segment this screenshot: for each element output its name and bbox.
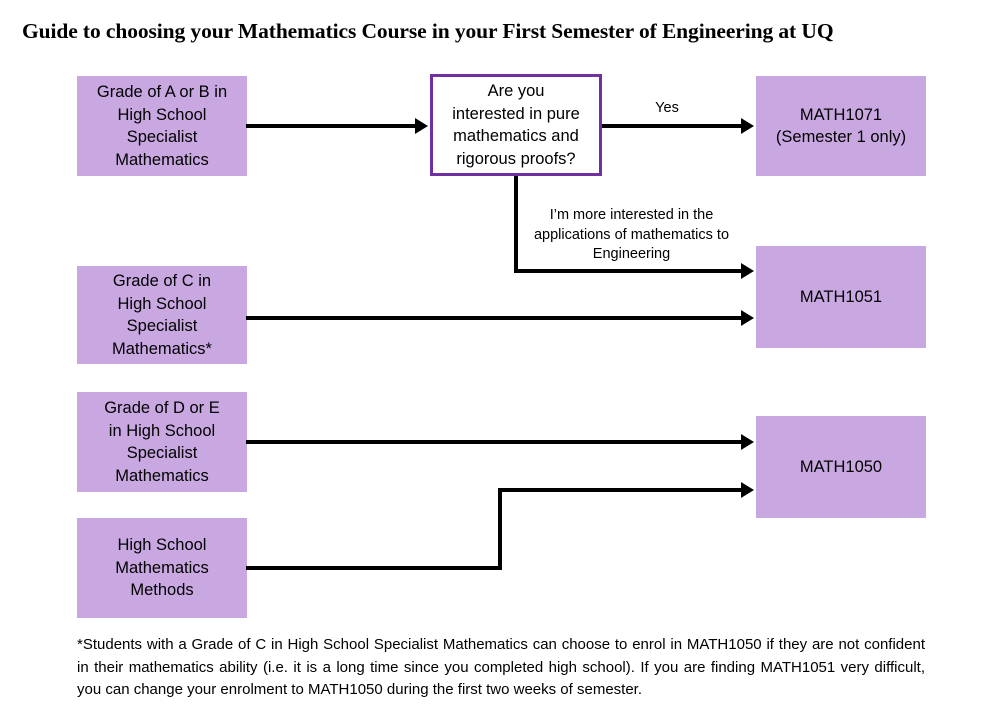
arrowhead-grade-de-to-math1050 [741,434,754,450]
connector-grade-de-to-math1050 [246,440,743,444]
connector-methods-to-math1050 [498,488,743,492]
page-title: Guide to choosing your Mathematics Cours… [22,19,834,43]
arrowhead-decision-to-math1051 [741,263,754,279]
footnote-text: *Students with a Grade of C in High Scho… [77,636,925,698]
edge-label-applications: I’m more interested in the applications … [533,207,730,262]
connector-decision-to-math1071 [602,124,743,128]
node-grade-c: Grade of C in High School Specialist Mat… [77,266,247,364]
arrowhead-grade-ab-to-decision [415,118,428,134]
connector-grade-ab-to-decision [246,124,418,128]
edge-label-yes: Yes [655,100,679,116]
node-math1050: MATH1050 [756,416,926,518]
connector-decision-down [514,176,518,273]
node-decision-pure-math: Are you interested in pure mathematics a… [430,74,602,176]
node-grade-d-or-e: Grade of D or E in High School Specialis… [77,392,247,492]
node-grade-a-or-b: Grade of A or B in High School Specialis… [77,76,247,176]
connector-methods-up [498,488,502,570]
node-math1071: MATH1071 (Semester 1 only) [756,76,926,176]
arrowhead-methods-to-math1050 [741,482,754,498]
node-math1051: MATH1051 [756,246,926,348]
arrowhead-decision-to-math1071 [741,118,754,134]
arrowhead-grade-c-to-math1051 [741,310,754,326]
connector-grade-c-to-math1051 [246,316,743,320]
node-high-school-methods: High School Mathematics Methods [77,518,247,618]
connector-decision-to-math1051 [514,269,743,273]
connector-methods-right [246,566,502,570]
